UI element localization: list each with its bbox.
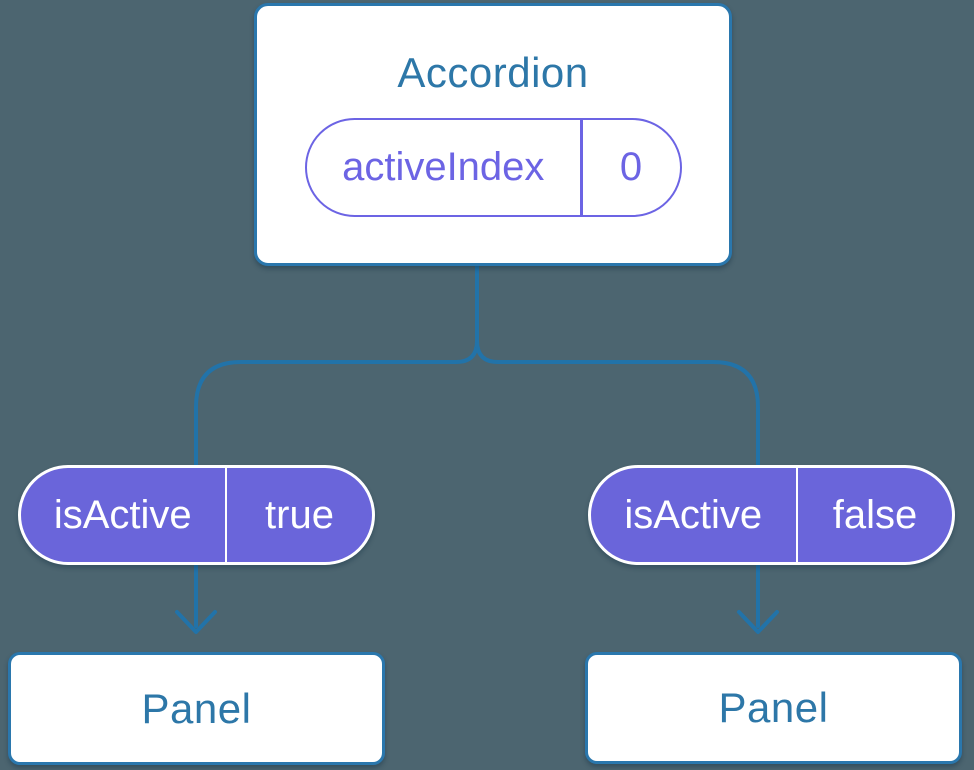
accordion-title: Accordion bbox=[397, 49, 589, 96]
panel-title: Panel bbox=[141, 684, 252, 732]
isactive-false-pill: isActive false bbox=[588, 465, 955, 565]
accordion-node: Accordion activeIndex 0 bbox=[254, 3, 732, 266]
pill-divider bbox=[224, 468, 227, 562]
fork-connector-left bbox=[194, 264, 479, 470]
fork-connector-right bbox=[475, 264, 760, 470]
arrow-down-icon bbox=[175, 560, 217, 634]
prop-value-label: 0 bbox=[619, 145, 643, 189]
prop-value-label: false bbox=[832, 492, 918, 537]
panel-node-left: Panel bbox=[8, 652, 385, 765]
isactive-true-pill: isActive true bbox=[18, 465, 375, 565]
pill-divider bbox=[795, 468, 798, 562]
prop-value-label: true bbox=[265, 492, 334, 537]
prop-name-label: isActive bbox=[53, 492, 192, 537]
prop-name-label: isActive bbox=[624, 492, 763, 537]
activeindex-state-pill: activeIndex 0 bbox=[304, 118, 682, 217]
panel-node-right: Panel bbox=[585, 652, 962, 764]
pill-divider bbox=[580, 120, 583, 215]
arrow-down-icon bbox=[737, 560, 779, 634]
panel-title: Panel bbox=[718, 684, 829, 731]
prop-name-label: activeIndex bbox=[342, 145, 545, 189]
